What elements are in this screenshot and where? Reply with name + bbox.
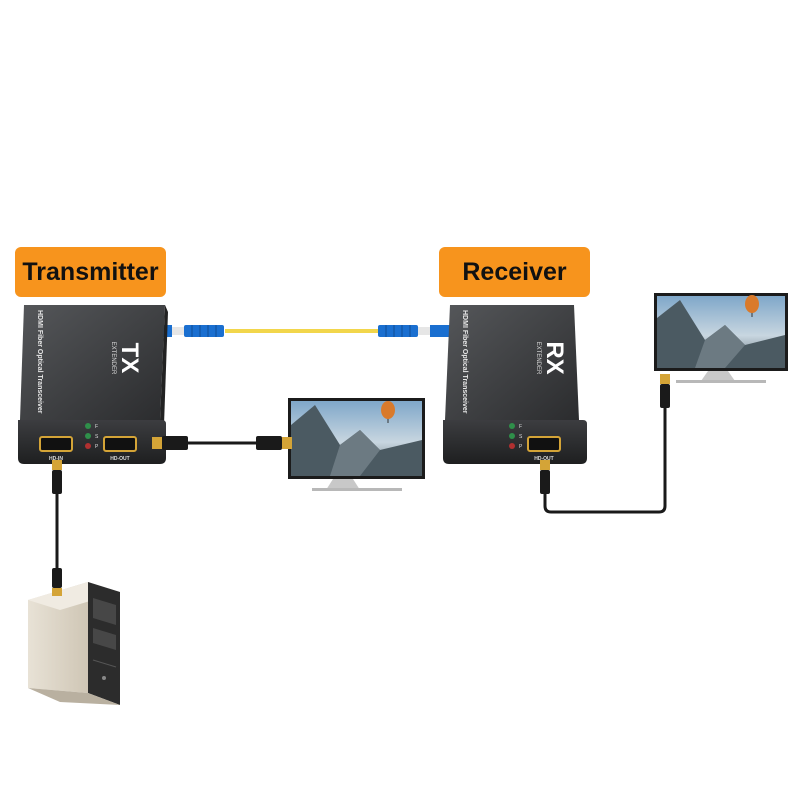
tx-port-label-in: HD-IN <box>49 456 63 462</box>
receiver-label: Receiver <box>439 247 590 297</box>
svg-text:EXTENDER: EXTENDER <box>110 342 116 375</box>
tx-port-label-out: HD-OUT <box>110 456 129 462</box>
rx-logo: RX EXTENDER <box>535 341 568 375</box>
tx-led-label-f: F <box>95 424 98 430</box>
rx-led-label-s: S <box>519 434 523 440</box>
svg-text:TX: TX <box>116 343 143 374</box>
tx-side-text: HDMI Fiber Optical Transceiver <box>36 310 43 414</box>
svg-text:RX: RX <box>541 341 568 374</box>
rx-led-s <box>509 433 515 439</box>
tx-led-s <box>85 433 91 439</box>
fiber-connector-rx <box>378 325 452 337</box>
hdmi-cable-rx-to-monitor <box>540 374 670 514</box>
rx-led-label-p: P <box>519 444 523 450</box>
tx-led-label-p: P <box>95 444 99 450</box>
rx-led-label-f: F <box>519 424 522 430</box>
pc-tower <box>28 582 120 705</box>
rx-port-label-out: HD-OUT <box>534 456 553 462</box>
rx-led-p <box>509 443 515 449</box>
tx-logo: TX EXTENDER <box>110 342 143 375</box>
svg-text:EXTENDER: EXTENDER <box>535 342 541 375</box>
rx-hdmi-out-port[interactable] <box>527 436 561 452</box>
tx-hdmi-out-port[interactable] <box>103 436 137 452</box>
tx-led-p <box>85 443 91 449</box>
transmitter-label: Transmitter <box>15 247 166 297</box>
monitor-local <box>288 398 425 491</box>
tx-led-label-s: S <box>95 434 99 440</box>
rx-side-text: HDMI Fiber Optical Transceiver <box>461 310 468 414</box>
tx-led-f <box>85 423 91 429</box>
fiber-cable <box>150 325 452 337</box>
rx-led-f <box>509 423 515 429</box>
tx-hdmi-in-port[interactable] <box>39 436 73 452</box>
tx-unit: TX EXTENDER HDMI Fiber Optical Transceiv… <box>18 305 168 464</box>
rx-unit: RX EXTENDER HDMI Fiber Optical Transceiv… <box>443 305 587 464</box>
monitor-remote <box>654 293 788 383</box>
hdmi-cable-tx-to-monitor <box>152 436 292 450</box>
hdmi-cable-pc-to-tx <box>52 460 62 596</box>
